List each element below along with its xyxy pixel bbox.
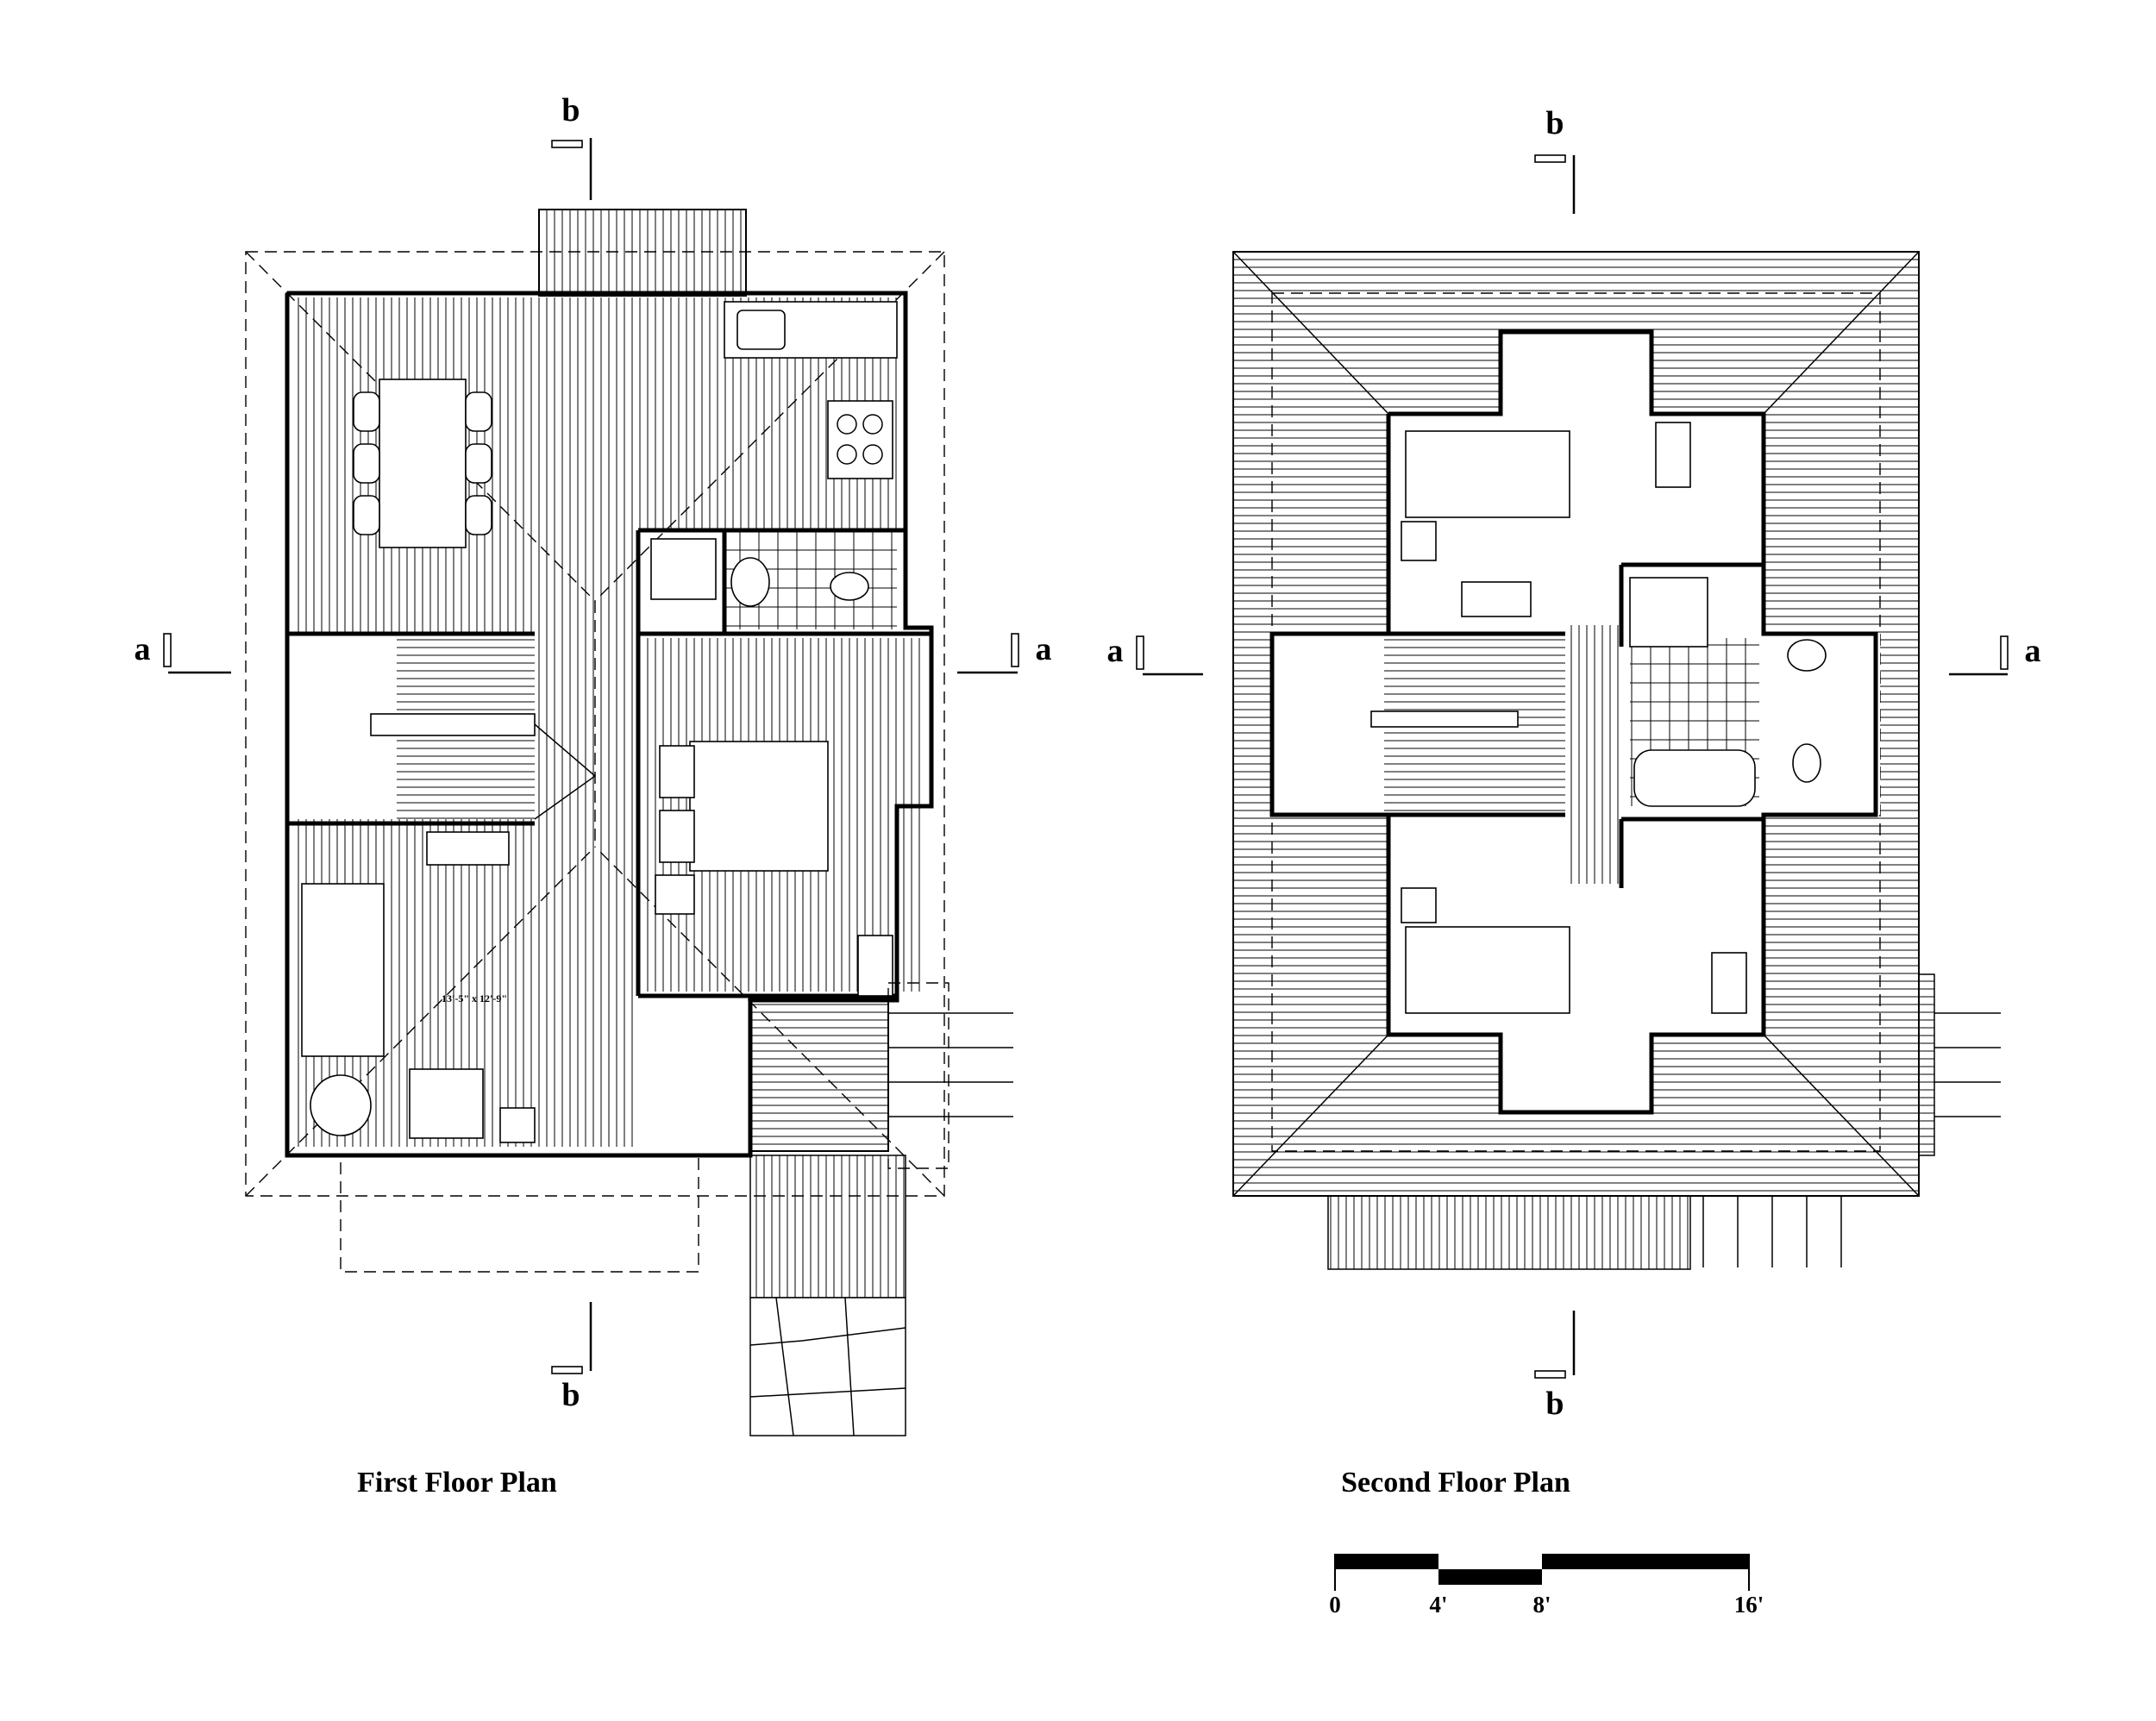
lower-eave [1327, 1195, 1691, 1270]
front-porch [340, 1155, 699, 1273]
scale-tick-16: 16' [1734, 1592, 1764, 1618]
first-floor-title: First Floor Plan [357, 1467, 557, 1499]
second-floor-title: Second Floor Plan [1341, 1467, 1570, 1499]
side-deck [1918, 973, 1935, 1156]
svg-text:b: b [561, 92, 580, 128]
closet [1629, 577, 1708, 648]
scale-bar-segment [1438, 1569, 1542, 1585]
svg-text:b: b [1545, 1386, 1564, 1422]
scale-bar: 0 4' 8' 16' [1329, 1554, 1764, 1618]
svg-text:a: a [135, 631, 151, 667]
round-table [310, 1074, 372, 1136]
scale-tick-8: 8' [1532, 1592, 1551, 1618]
section-marker-a-right-2: a [1949, 633, 2041, 676]
first-floor-plan: 13'-5" x 12'-9" b b a [135, 92, 1052, 1499]
rear-porch [538, 209, 747, 297]
room-dimension: 13'-5" x 12'-9" [442, 992, 507, 1004]
hall-floor-2 [1565, 625, 1621, 884]
svg-text:a: a [1107, 633, 1124, 669]
scale-bar-segment [1542, 1554, 1749, 1569]
scale-bar-segment [1335, 1554, 1438, 1569]
section-marker-b-top-2: b [1534, 105, 1576, 214]
second-floor-walls [1269, 329, 1878, 1115]
scale-tick-0: 0 [1329, 1592, 1341, 1618]
refrigerator [650, 538, 717, 600]
kitchen-sink [736, 310, 786, 350]
scale-tick-4: 4' [1429, 1592, 1447, 1618]
svg-text:a: a [2025, 633, 2041, 669]
section-marker-b-bottom-2: b [1534, 1311, 1576, 1422]
bathtub [1633, 749, 1756, 807]
section-marker-b-top: b [551, 92, 592, 200]
entry-deck [749, 999, 889, 1152]
stone-path [749, 1297, 906, 1436]
sofa [301, 883, 385, 1057]
toilet [830, 572, 869, 601]
hall-floor [535, 629, 636, 1112]
toilet-2 [1792, 743, 1821, 783]
section-marker-a-left-2: a [1107, 633, 1203, 676]
bed-lower [1405, 926, 1570, 1014]
section-marker-a-right: a [957, 631, 1052, 674]
section-marker-b-bottom: b [551, 1302, 592, 1413]
stove [827, 400, 893, 479]
dining-table [379, 379, 467, 548]
armchair [409, 1068, 484, 1139]
section-marker-a-left: a [135, 631, 231, 674]
front-steps [749, 1155, 906, 1299]
svg-text:b: b [1545, 105, 1564, 141]
svg-text:a: a [1036, 631, 1052, 667]
bed [689, 741, 829, 872]
second-floor-plan: b b a a Second Floor Plan [1107, 105, 2041, 1499]
bath-sink [730, 557, 770, 607]
first-floor-outline [1271, 292, 1881, 1152]
bed-upper [1405, 430, 1570, 518]
svg-text:b: b [561, 1377, 580, 1413]
bath-sink-2 [1787, 639, 1827, 672]
